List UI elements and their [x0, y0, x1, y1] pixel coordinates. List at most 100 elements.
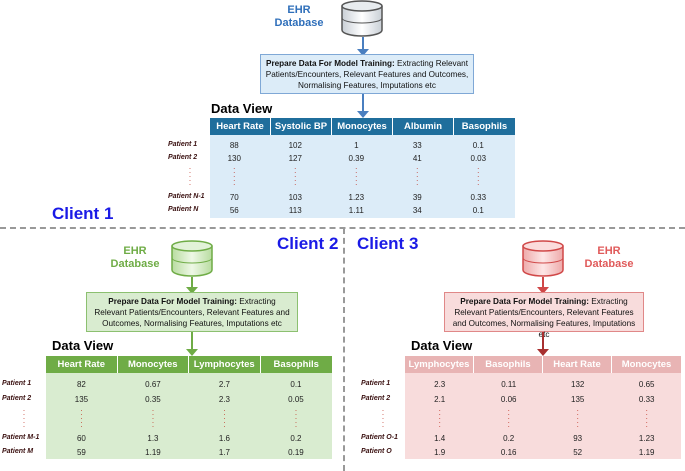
client3-column-header: Monocytes: [612, 356, 681, 373]
client2-column-header: Basophils: [260, 356, 332, 373]
top-ellipsis-dots: .....: [416, 162, 419, 187]
client3-database-icon: [522, 240, 564, 277]
client2-column-header: Monocytes: [117, 356, 189, 373]
top-prep-text: Extracting Relevant Patients/Encounters,…: [265, 59, 469, 90]
top-database-icon: [341, 0, 383, 37]
top-table-cell: 0.03: [470, 154, 487, 163]
client2-arrow-1: [186, 277, 198, 294]
client2-ellipsis-dots: .....: [223, 404, 226, 429]
top-row-label: Patient N: [168, 206, 199, 213]
separator-horizontal: [0, 227, 685, 229]
top-table-cell: 102: [288, 141, 302, 150]
client2-row-label: Patient M-1: [2, 434, 40, 441]
client3-ellipsis-dots: .....: [576, 404, 579, 429]
top-column-header: Basophils: [454, 118, 515, 135]
client3-row-label: Patient 2: [361, 395, 391, 402]
top-table-cell: 0.1: [472, 206, 484, 215]
client3-table-cell: 93: [573, 434, 583, 443]
client3-row-ellipsis-dots: .....: [381, 404, 385, 429]
client3-table-cell: 0.65: [638, 380, 655, 389]
client3-ellipsis-dots: .....: [438, 404, 441, 429]
top-row-label: Patient N-1: [168, 193, 205, 200]
client3-table-cell: 1.4: [434, 434, 446, 443]
client2-table-cell: 82: [76, 380, 86, 389]
separator-vertical: [343, 228, 345, 471]
top-table-cell: 33: [412, 141, 422, 150]
client3-arrow-1: [537, 277, 549, 294]
client2-ellipsis-dots: .....: [151, 404, 155, 429]
client2-prep-bold: Prepare Data For Model Training:: [108, 297, 238, 306]
top-table-cell: 130: [227, 154, 241, 163]
client2-db-label-line1: EHR: [123, 245, 147, 257]
client3-table-cell: 0.11: [501, 380, 517, 389]
client3-db-label: EHR Database: [574, 245, 644, 271]
top-table-cell: 103: [288, 193, 302, 202]
top-row-label: Patient 1: [168, 141, 198, 148]
top-table-cell: 0.1: [472, 141, 484, 150]
client3-table-cell: 0.06: [500, 395, 517, 404]
client2-row-label: Patient 2: [2, 395, 32, 402]
client2-ellipsis-dots: .....: [294, 404, 298, 429]
client2-table-cell: 1.7: [218, 448, 230, 457]
client3-row-label: Patient O: [361, 448, 392, 455]
client3-prep-bold: Prepare Data For Model Training:: [460, 297, 590, 306]
client3-ellipsis-dots: .....: [645, 404, 648, 429]
client3-table-cell: 1.9: [434, 448, 446, 457]
client-1-label: Client 1: [52, 204, 114, 223]
top-ellipsis-dots: .....: [355, 162, 358, 187]
top-table-cell: 127: [288, 154, 302, 163]
client2-prep-text: Extracting Relevant Patients/Encounters,…: [94, 297, 290, 328]
client3-table-cell: 0.33: [638, 395, 655, 404]
client2-database-icon: [171, 240, 213, 277]
client2-table-cell: 135: [74, 395, 89, 404]
top-db-label-line2: Database: [274, 17, 324, 29]
client2-db-label-line2: Database: [110, 258, 160, 270]
client2-row-ellipsis-dots: .....: [22, 404, 26, 429]
client2-table-cell: 60: [76, 434, 86, 443]
client2-table-cell: 59: [76, 448, 86, 457]
top-arrow-2: [357, 94, 369, 118]
top-table-cell: 34: [412, 206, 422, 215]
top-column-header: Monocytes: [332, 118, 393, 135]
client2-data-view-title: Data View: [52, 338, 114, 353]
client2-table-cell: 0.05: [288, 395, 304, 404]
top-ellipsis-dots: .....: [477, 162, 480, 187]
client2-table-cell: 1.3: [147, 434, 159, 443]
client2-table-cell: 2.3: [218, 395, 230, 404]
client2-table-cell: 1.6: [218, 434, 230, 443]
client2-table-cell: 1.19: [145, 448, 161, 457]
top-table-body: [210, 135, 515, 218]
client3-table-cell: 0.16: [500, 448, 517, 457]
client3-row-label: Patient O-1: [361, 434, 398, 441]
client3-db-label-line2: Database: [584, 258, 634, 270]
client3-table-body: [405, 373, 681, 459]
client2-table-cell: 0.1: [290, 380, 302, 389]
top-table-cell: 1.11: [348, 206, 364, 215]
client2-prep-box: Prepare Data For Model Training: Extract…: [86, 292, 298, 332]
client-3-label: Client 3: [357, 234, 419, 253]
top-row-label: Patient 2: [168, 154, 198, 161]
client3-table-cell: 2.1: [434, 395, 446, 404]
top-data-view-title: Data View: [211, 101, 273, 116]
client2-ellipsis-dots: .....: [80, 404, 83, 429]
top-ellipsis-dots: .....: [233, 162, 236, 187]
client3-column-header: Heart Rate: [543, 356, 612, 373]
top-column-header: Systolic BP: [271, 118, 332, 135]
top-table-cell: 56: [229, 206, 239, 215]
top-prep-bold: Prepare Data For Model Training:: [265, 59, 395, 68]
client3-ellipsis-dots: .....: [507, 404, 510, 429]
client3-column-header: Lymphocytes: [405, 356, 474, 373]
client2-table-cell: 0.35: [145, 395, 161, 404]
top-column-header: Heart Rate: [210, 118, 271, 135]
top-table-cell: 0.39: [348, 154, 365, 163]
top-row-ellipsis-dots: .....: [188, 162, 192, 187]
client3-table-cell: 135: [571, 395, 585, 404]
client3-prep-box: Prepare Data For Model Training: Extract…: [444, 292, 644, 339]
client2-table-cell: 0.67: [145, 380, 161, 389]
client3-table-cell: 1.23: [638, 434, 655, 443]
client3-row-label: Patient 1: [361, 380, 391, 387]
client3-db-label-line1: EHR: [597, 245, 621, 257]
